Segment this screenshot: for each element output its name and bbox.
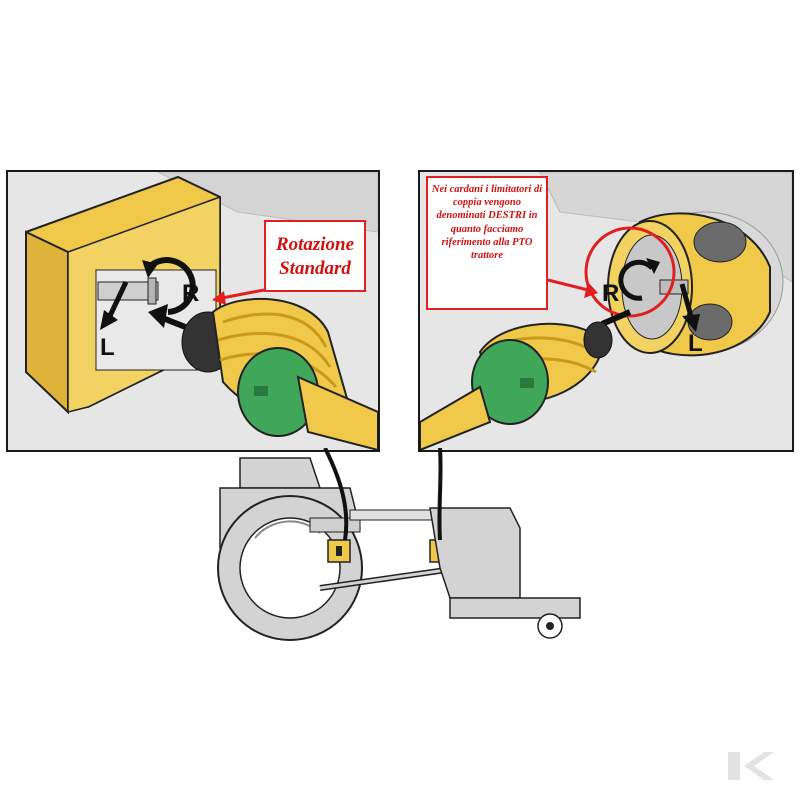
tractor-implement-illustration bbox=[217, 448, 581, 641]
highlight-circle bbox=[584, 226, 676, 318]
callout-line-2: Standard bbox=[279, 258, 351, 279]
rotation-arrow-icon bbox=[100, 257, 196, 330]
right-panel: Nei cardani i limitatori di coppia vengo… bbox=[418, 170, 794, 452]
pto-shaft bbox=[97, 277, 159, 305]
torque-limiter-callout: Nei cardani i limitatori di coppia vengo… bbox=[426, 176, 548, 310]
left-rotation-label: L bbox=[100, 334, 115, 361]
brand-watermark-icon bbox=[728, 752, 774, 780]
callout-line-1: Rotazione bbox=[275, 234, 355, 255]
tractor bbox=[217, 457, 363, 641]
right-rotation-label: R bbox=[602, 280, 620, 307]
left-panel: Rotazione Standard R L bbox=[6, 170, 380, 452]
implement bbox=[429, 507, 581, 639]
callout-pointer bbox=[547, 278, 589, 292]
curved-pointer-arrow-icon bbox=[323, 448, 443, 541]
rotation-standard-callout: Rotazione Standard bbox=[264, 220, 366, 292]
direction-arrow-icon bbox=[600, 309, 632, 327]
cardan-joint bbox=[420, 321, 613, 450]
rotation-arrow-icon bbox=[618, 258, 700, 332]
callout-pointer bbox=[221, 288, 265, 300]
left-panel-illustration bbox=[8, 172, 378, 450]
left-rotation-label: L bbox=[688, 330, 703, 357]
cardan-joint bbox=[181, 297, 378, 450]
right-rotation-label: R bbox=[182, 280, 200, 307]
